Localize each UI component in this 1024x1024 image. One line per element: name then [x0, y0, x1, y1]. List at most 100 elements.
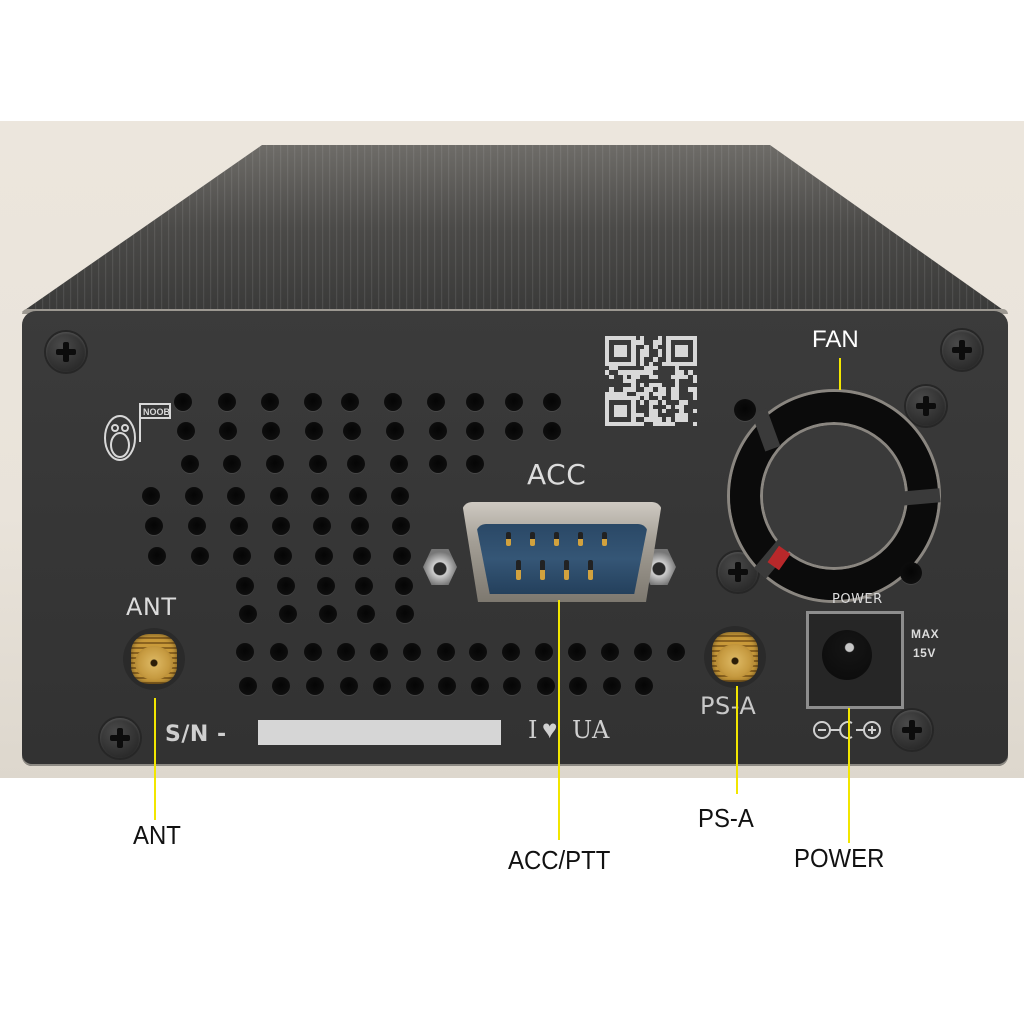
vent-hole: [391, 487, 409, 505]
vent-hole: [667, 643, 685, 661]
vent-hole: [429, 422, 447, 440]
i-love-suffix: UA: [572, 716, 610, 744]
vent-hole: [261, 393, 279, 411]
vent-hole: [505, 393, 523, 411]
vent-hole: [236, 577, 254, 595]
vent-hole: [239, 677, 257, 695]
vent-hole: [466, 393, 484, 411]
vent-hole: [148, 547, 166, 565]
vent-hole: [390, 455, 408, 473]
vent-hole: [357, 605, 375, 623]
vent-hole: [315, 547, 333, 565]
vent-hole: [355, 577, 373, 595]
fan-mount-hole: [900, 562, 922, 584]
vent-hole: [373, 677, 391, 695]
fan-mount-hole: [734, 399, 756, 421]
vent-hole: [218, 393, 236, 411]
vent-hole: [384, 393, 402, 411]
vent-hole: [535, 643, 553, 661]
ps-a-panel-label: PS-A: [700, 692, 757, 720]
callout-acc-line: [558, 600, 560, 840]
vent-hole: [471, 677, 489, 695]
callout-fan-label: FAN: [812, 326, 859, 353]
vent-hole: [438, 677, 456, 695]
serial-number-field: [258, 720, 501, 745]
vent-hole: [181, 455, 199, 473]
vent-hole: [262, 422, 280, 440]
heart-icon: ♥: [542, 714, 558, 744]
vent-hole: [568, 643, 586, 661]
vent-hole: [347, 455, 365, 473]
ant-panel-label: ANT: [126, 593, 177, 621]
screw-icon: [942, 330, 982, 370]
power-panel-label: POWER: [832, 592, 883, 607]
ps-a-sma-connector[interactable]: [704, 626, 766, 688]
vent-hole: [543, 393, 561, 411]
vent-hole: [403, 643, 421, 661]
db9-pin: [588, 560, 593, 580]
callout-acc-ptt-label: ACC/PTT: [508, 845, 611, 875]
db9-pin: [578, 532, 583, 546]
vent-hole: [279, 605, 297, 623]
vent-hole: [406, 677, 424, 695]
vent-hole: [343, 422, 361, 440]
vent-hole: [502, 643, 520, 661]
screw-icon: [906, 386, 946, 426]
vent-hole: [370, 643, 388, 661]
vent-hole: [543, 422, 561, 440]
db9-pin: [506, 532, 511, 546]
penguin-logo-icon: NOOB: [104, 403, 171, 461]
vent-hole: [272, 517, 290, 535]
vent-hole: [340, 677, 358, 695]
qr-code-icon: [605, 336, 697, 426]
vent-hole: [427, 393, 445, 411]
vent-hole: [142, 487, 160, 505]
dc-jack-pin: [822, 630, 872, 680]
vent-hole: [230, 517, 248, 535]
vent-hole: [603, 677, 621, 695]
vent-hole: [227, 487, 245, 505]
db9-pin: [540, 560, 545, 580]
vent-hole: [223, 455, 241, 473]
callout-power-line: [848, 708, 850, 843]
vent-hole: [233, 547, 251, 565]
i-love-prefix: I: [528, 716, 538, 744]
vent-hole: [313, 517, 331, 535]
db9-pin: [530, 532, 535, 546]
vent-hole: [634, 643, 652, 661]
db9-pin: [554, 532, 559, 546]
vent-hole: [219, 422, 237, 440]
vent-hole: [635, 677, 653, 695]
vent-hole: [185, 487, 203, 505]
screw-icon: [892, 710, 932, 750]
vent-hole: [272, 677, 290, 695]
callout-ant-label: ANT: [133, 820, 181, 850]
vent-hole: [311, 487, 329, 505]
vent-hole: [319, 605, 337, 623]
vent-hole: [569, 677, 587, 695]
vent-hole: [505, 422, 523, 440]
vent-hole: [304, 643, 322, 661]
vent-hole: [317, 577, 335, 595]
max-voltage-line2: 15V: [913, 646, 936, 660]
vent-hole: [305, 422, 323, 440]
vent-hole: [503, 677, 521, 695]
callout-ps-a-line: [736, 686, 738, 794]
vent-hole: [466, 422, 484, 440]
vent-hole: [537, 677, 555, 695]
db9-pin: [564, 560, 569, 580]
ant-sma-connector[interactable]: [123, 628, 185, 690]
vent-hole: [177, 422, 195, 440]
vent-hole: [191, 547, 209, 565]
vent-hole: [337, 643, 355, 661]
vent-hole: [466, 455, 484, 473]
vent-hole: [236, 643, 254, 661]
vent-hole: [395, 577, 413, 595]
vent-hole: [437, 643, 455, 661]
callout-ant-line: [154, 698, 156, 820]
vent-hole: [341, 393, 359, 411]
fan-hub: [763, 425, 905, 567]
acc-label: ACC: [527, 458, 587, 491]
vent-hole: [429, 455, 447, 473]
vent-hole: [601, 643, 619, 661]
